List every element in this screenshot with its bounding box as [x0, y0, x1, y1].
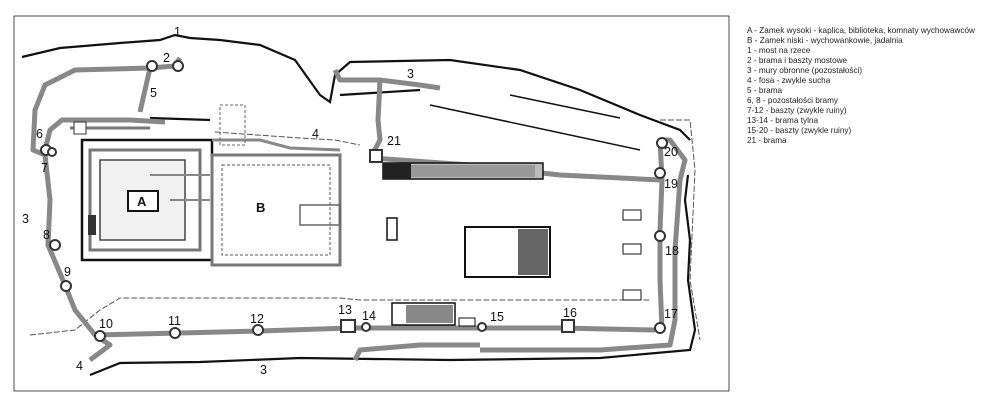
label-area-a: A: [137, 194, 147, 209]
label-13: 13: [338, 303, 352, 317]
low-castle-b: [150, 104, 342, 267]
legend-item: 21 - brama: [747, 136, 787, 145]
label-1: 1: [174, 25, 181, 39]
outer-wall-black: [21, 33, 697, 377]
legend-item: 2 - brama i baszty mostowe: [747, 56, 848, 65]
legend-item: 15-20 - baszty (zwykle ruiny): [747, 126, 852, 135]
label-15: 15: [490, 310, 504, 324]
label-3-bottom: 3: [260, 363, 267, 377]
label-20: 20: [664, 145, 678, 159]
moat-lines: [29, 119, 701, 341]
label-8: 8: [43, 228, 50, 242]
label-10: 10: [99, 317, 113, 331]
towers: [40, 60, 668, 342]
legend-item: 5 - brama: [747, 86, 783, 95]
plan-labels: A B 1 2 3 3 3 4 4 5 6 7 8 9 10 11 12 13 …: [22, 25, 679, 377]
legend-item: A - Zamek wysoki - kaplica, biblioteka, …: [747, 26, 975, 35]
label-7: 7: [41, 161, 48, 175]
legend-item: 3 - mury obronne (pozostałości): [747, 66, 863, 75]
label-area-b: B: [256, 200, 265, 215]
legend-item: B - Zamek niski - wychowankowie, jadalni…: [747, 36, 903, 45]
label-3-top: 3: [407, 67, 414, 81]
bailey-buildings: [382, 94, 642, 327]
castle-plan: A B 1 2 3 3 3 4 4 5 6 7 8 9 10 11 12 13 …: [13, 15, 730, 392]
label-19: 19: [664, 177, 678, 191]
label-9: 9: [64, 265, 71, 279]
label-16: 16: [563, 306, 577, 320]
label-11: 11: [168, 314, 181, 328]
label-14: 14: [362, 309, 376, 323]
legend-item: 6, 8 - pozostałości bramy: [747, 96, 839, 105]
label-3-left: 3: [22, 212, 29, 226]
label-12: 12: [250, 312, 264, 326]
label-4-moat: 4: [312, 127, 319, 141]
label-4-bottom: 4: [76, 359, 83, 373]
label-21: 21: [387, 134, 401, 148]
label-18: 18: [665, 244, 679, 258]
label-5: 5: [150, 86, 157, 100]
legend: A - Zamek wysoki - kaplica, biblioteka, …: [747, 26, 997, 146]
label-2: 2: [163, 51, 170, 65]
legend-item: 1 - most na rzece: [747, 46, 811, 55]
label-6: 6: [36, 127, 43, 141]
label-17: 17: [664, 307, 678, 321]
legend-item: 4 - fosa - zwykle sucha: [747, 76, 831, 85]
legend-item: 7-12 - baszty (zwykle ruiny): [747, 106, 847, 115]
legend-item: 13-14 - brama tylna: [747, 116, 818, 125]
